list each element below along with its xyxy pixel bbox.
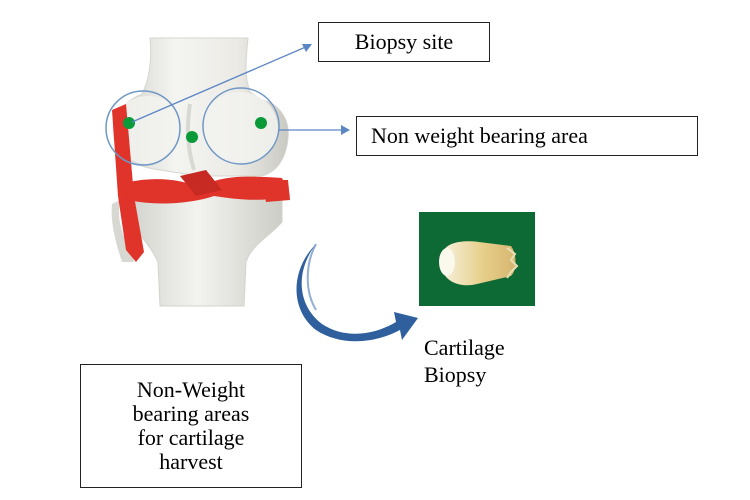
biopsy-marker-right [255,117,267,129]
right-condyle-circle [202,87,280,165]
lateral-condyle [202,92,278,164]
biopsy-site-label: Biopsy site [318,22,490,62]
tibia [127,184,283,307]
harvest-areas-note: Non-Weight bearing areas for cartilage h… [80,364,302,488]
cartilage-biopsy-caption: Cartilage Biopsy [424,335,505,387]
lateral-ligament [262,180,290,202]
curved-arrow-icon [296,243,418,342]
biopsy-marker-center [186,131,198,143]
medial-condyle [112,96,184,164]
non-weight-bearing-area-label: Non weight bearing area [356,116,698,156]
biopsy-marker-left [123,117,135,129]
pointer-to-biopsy-site [131,44,312,123]
cartilage-plug-image [419,212,535,306]
cartilage-plug-photo [419,212,535,306]
knee-joint-illustration [105,37,290,307]
pointer-to-non-weight-area [279,125,350,135]
left-condyle-circle [105,90,181,166]
cruciate-ligament [180,170,222,196]
